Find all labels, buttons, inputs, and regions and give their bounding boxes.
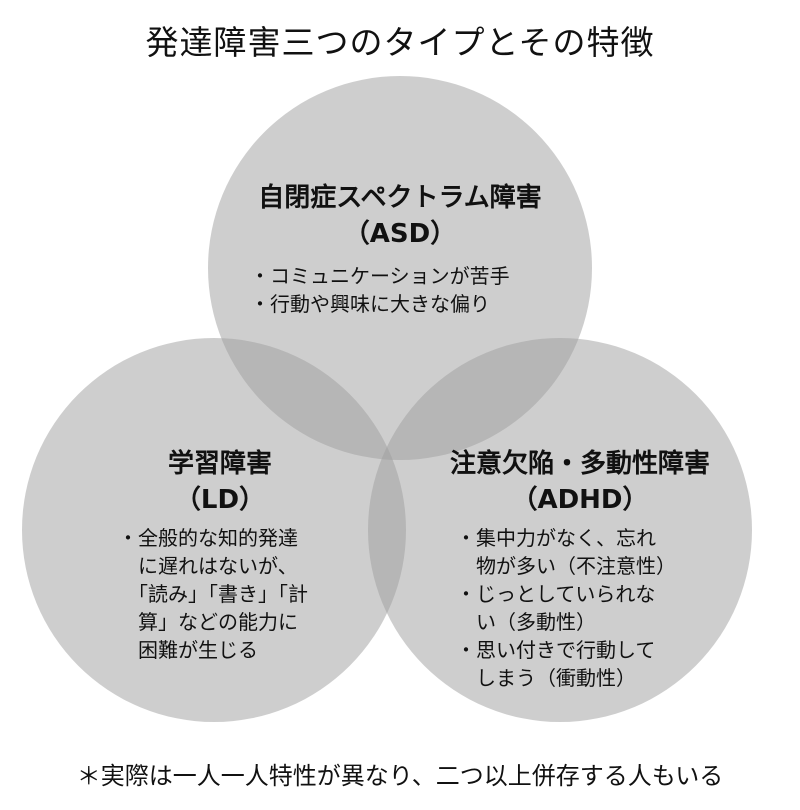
adhd-title: 注意欠陥・多動性障害 （ADHD） (430, 446, 730, 518)
adhd-line: い（多動性） (456, 610, 596, 634)
circle-adhd (368, 338, 752, 722)
adhd-name: 注意欠陥・多動性障害 (449, 449, 710, 479)
asd-line: ・行動や興味に大きな偏り (250, 292, 490, 316)
adhd-line: ・思い付きで行動して (456, 638, 656, 662)
adhd-description: ・集中力がなく、忘れ 物が多い（不注意性） ・じっとしていられな い（多動性） … (456, 524, 676, 692)
ld-line: 困難が生じる (118, 638, 258, 662)
asd-abbr: （ASD） (343, 219, 457, 249)
ld-title: 学習障害 （LD） (110, 446, 330, 518)
circle-ld (22, 338, 406, 722)
asd-description: ・コミュニケーションが苦手 ・行動や興味に大きな偏り (250, 262, 510, 318)
asd-title: 自閉症スペクトラム障害 （ASD） (200, 180, 600, 252)
adhd-line: しまう（衝動性） (456, 666, 636, 690)
adhd-line: 物が多い（不注意性） (456, 554, 676, 578)
diagram-title: 発達障害三つのタイプとその特徴 (145, 23, 655, 62)
ld-line: 算」などの能力に (118, 610, 298, 634)
ld-line: に遅れはないが、 (118, 554, 298, 578)
adhd-abbr: （ADHD） (511, 485, 649, 515)
footnote: ＊実際は一人一人特性が異なり、二つ以上併存する人もいる (76, 762, 724, 790)
ld-description: ・全般的な知的発達 に遅れはないが、 「読み」「書き」「計 算」などの能力に 困… (118, 524, 308, 664)
asd-name: 自閉症スペクトラム障害 (258, 183, 542, 213)
adhd-line: ・じっとしていられな (456, 582, 656, 606)
adhd-line: ・集中力がなく、忘れ (456, 526, 656, 550)
ld-abbr: （LD） (174, 485, 266, 515)
ld-name: 学習障害 (167, 449, 272, 479)
asd-line: ・コミュニケーションが苦手 (250, 264, 510, 288)
ld-line: 「読み」「書き」「計 (118, 582, 308, 606)
ld-line: ・全般的な知的発達 (118, 526, 298, 550)
